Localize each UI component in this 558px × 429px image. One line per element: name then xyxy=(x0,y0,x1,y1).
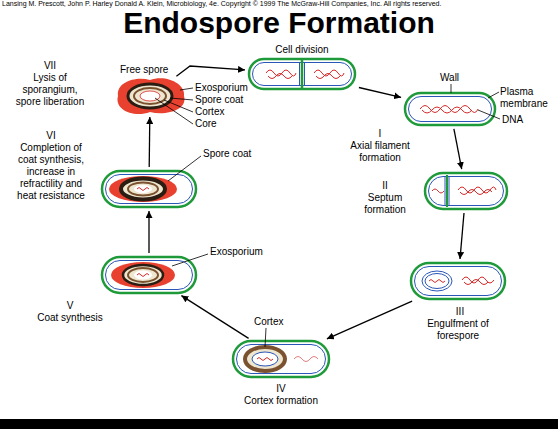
stage-cell: IIIEngulfment of forespore xyxy=(410,262,506,300)
copyright-note: Lansing M. Prescott, John P. Harley Dona… xyxy=(2,0,441,8)
stage-cell: IAxial filament formation xyxy=(404,92,496,126)
bottom-bar xyxy=(0,419,558,429)
stage-number: III xyxy=(420,306,500,318)
stage-label: Cortex formation xyxy=(216,395,346,407)
part-label: Core xyxy=(195,118,217,130)
stage-two-cell xyxy=(425,173,507,209)
stage-number: IV xyxy=(232,383,330,395)
part-label: DNA xyxy=(502,114,523,126)
stage-label: Lysis of sporangium, spore liberation xyxy=(10,72,90,108)
stage-label: Axial filament formation xyxy=(350,140,410,164)
stage-number: V xyxy=(40,300,100,312)
part-label: Wall xyxy=(440,72,459,84)
stage-number: II xyxy=(360,180,410,192)
part-label: Plasma membrane xyxy=(500,86,556,110)
stage-number: I xyxy=(355,128,405,140)
part-label: Exosporium xyxy=(195,82,248,94)
diagram-title: Endospore Formation xyxy=(0,6,558,40)
stage-cell: IVCortex formation xyxy=(232,340,330,378)
part-label: Free spore xyxy=(120,64,168,76)
stage-cell: VIILysis of sporangium, spore liberation xyxy=(115,78,185,114)
stage-cell: VICompletion of coat synthesis, increase… xyxy=(101,170,197,208)
stage-label: Completion of coat synthesis, increase i… xyxy=(10,142,92,202)
stage-one-cell xyxy=(405,93,495,125)
stage-cell: Cell division xyxy=(248,58,356,90)
stage-number: VII xyxy=(10,60,90,72)
stage-arrow xyxy=(327,301,412,339)
stage-label: Cell division xyxy=(248,44,356,56)
stage-arrow xyxy=(181,296,248,339)
stage-arrow xyxy=(454,129,462,169)
leader-lines xyxy=(155,84,500,347)
part-label: Exosporium xyxy=(210,246,263,258)
stage-cell: VCoat synthesis xyxy=(101,256,197,294)
stage-label: Coat synthesis xyxy=(20,312,120,324)
stage-arrow xyxy=(460,213,464,259)
stage-cell: IISeptum formation xyxy=(424,172,508,210)
stage-arrow xyxy=(148,211,149,253)
stage-arrow xyxy=(359,88,401,98)
stage-number: VI xyxy=(10,130,92,142)
stage-three-cell xyxy=(411,263,505,299)
stage-arrow xyxy=(176,66,245,76)
stage-six-cell xyxy=(102,171,196,207)
cell-division-cell xyxy=(249,59,355,89)
part-label: Spore coat xyxy=(195,94,243,106)
part-label: Spore coat xyxy=(203,148,251,160)
part-label: Cortex xyxy=(254,316,283,328)
stage-arrow xyxy=(149,117,151,167)
stage-label: Septum formation xyxy=(352,192,418,216)
stage-label: Engulfment of forespore xyxy=(405,318,511,342)
part-label: Cortex xyxy=(195,106,224,118)
free-spore xyxy=(117,78,184,114)
stage-four-cell xyxy=(233,341,329,377)
